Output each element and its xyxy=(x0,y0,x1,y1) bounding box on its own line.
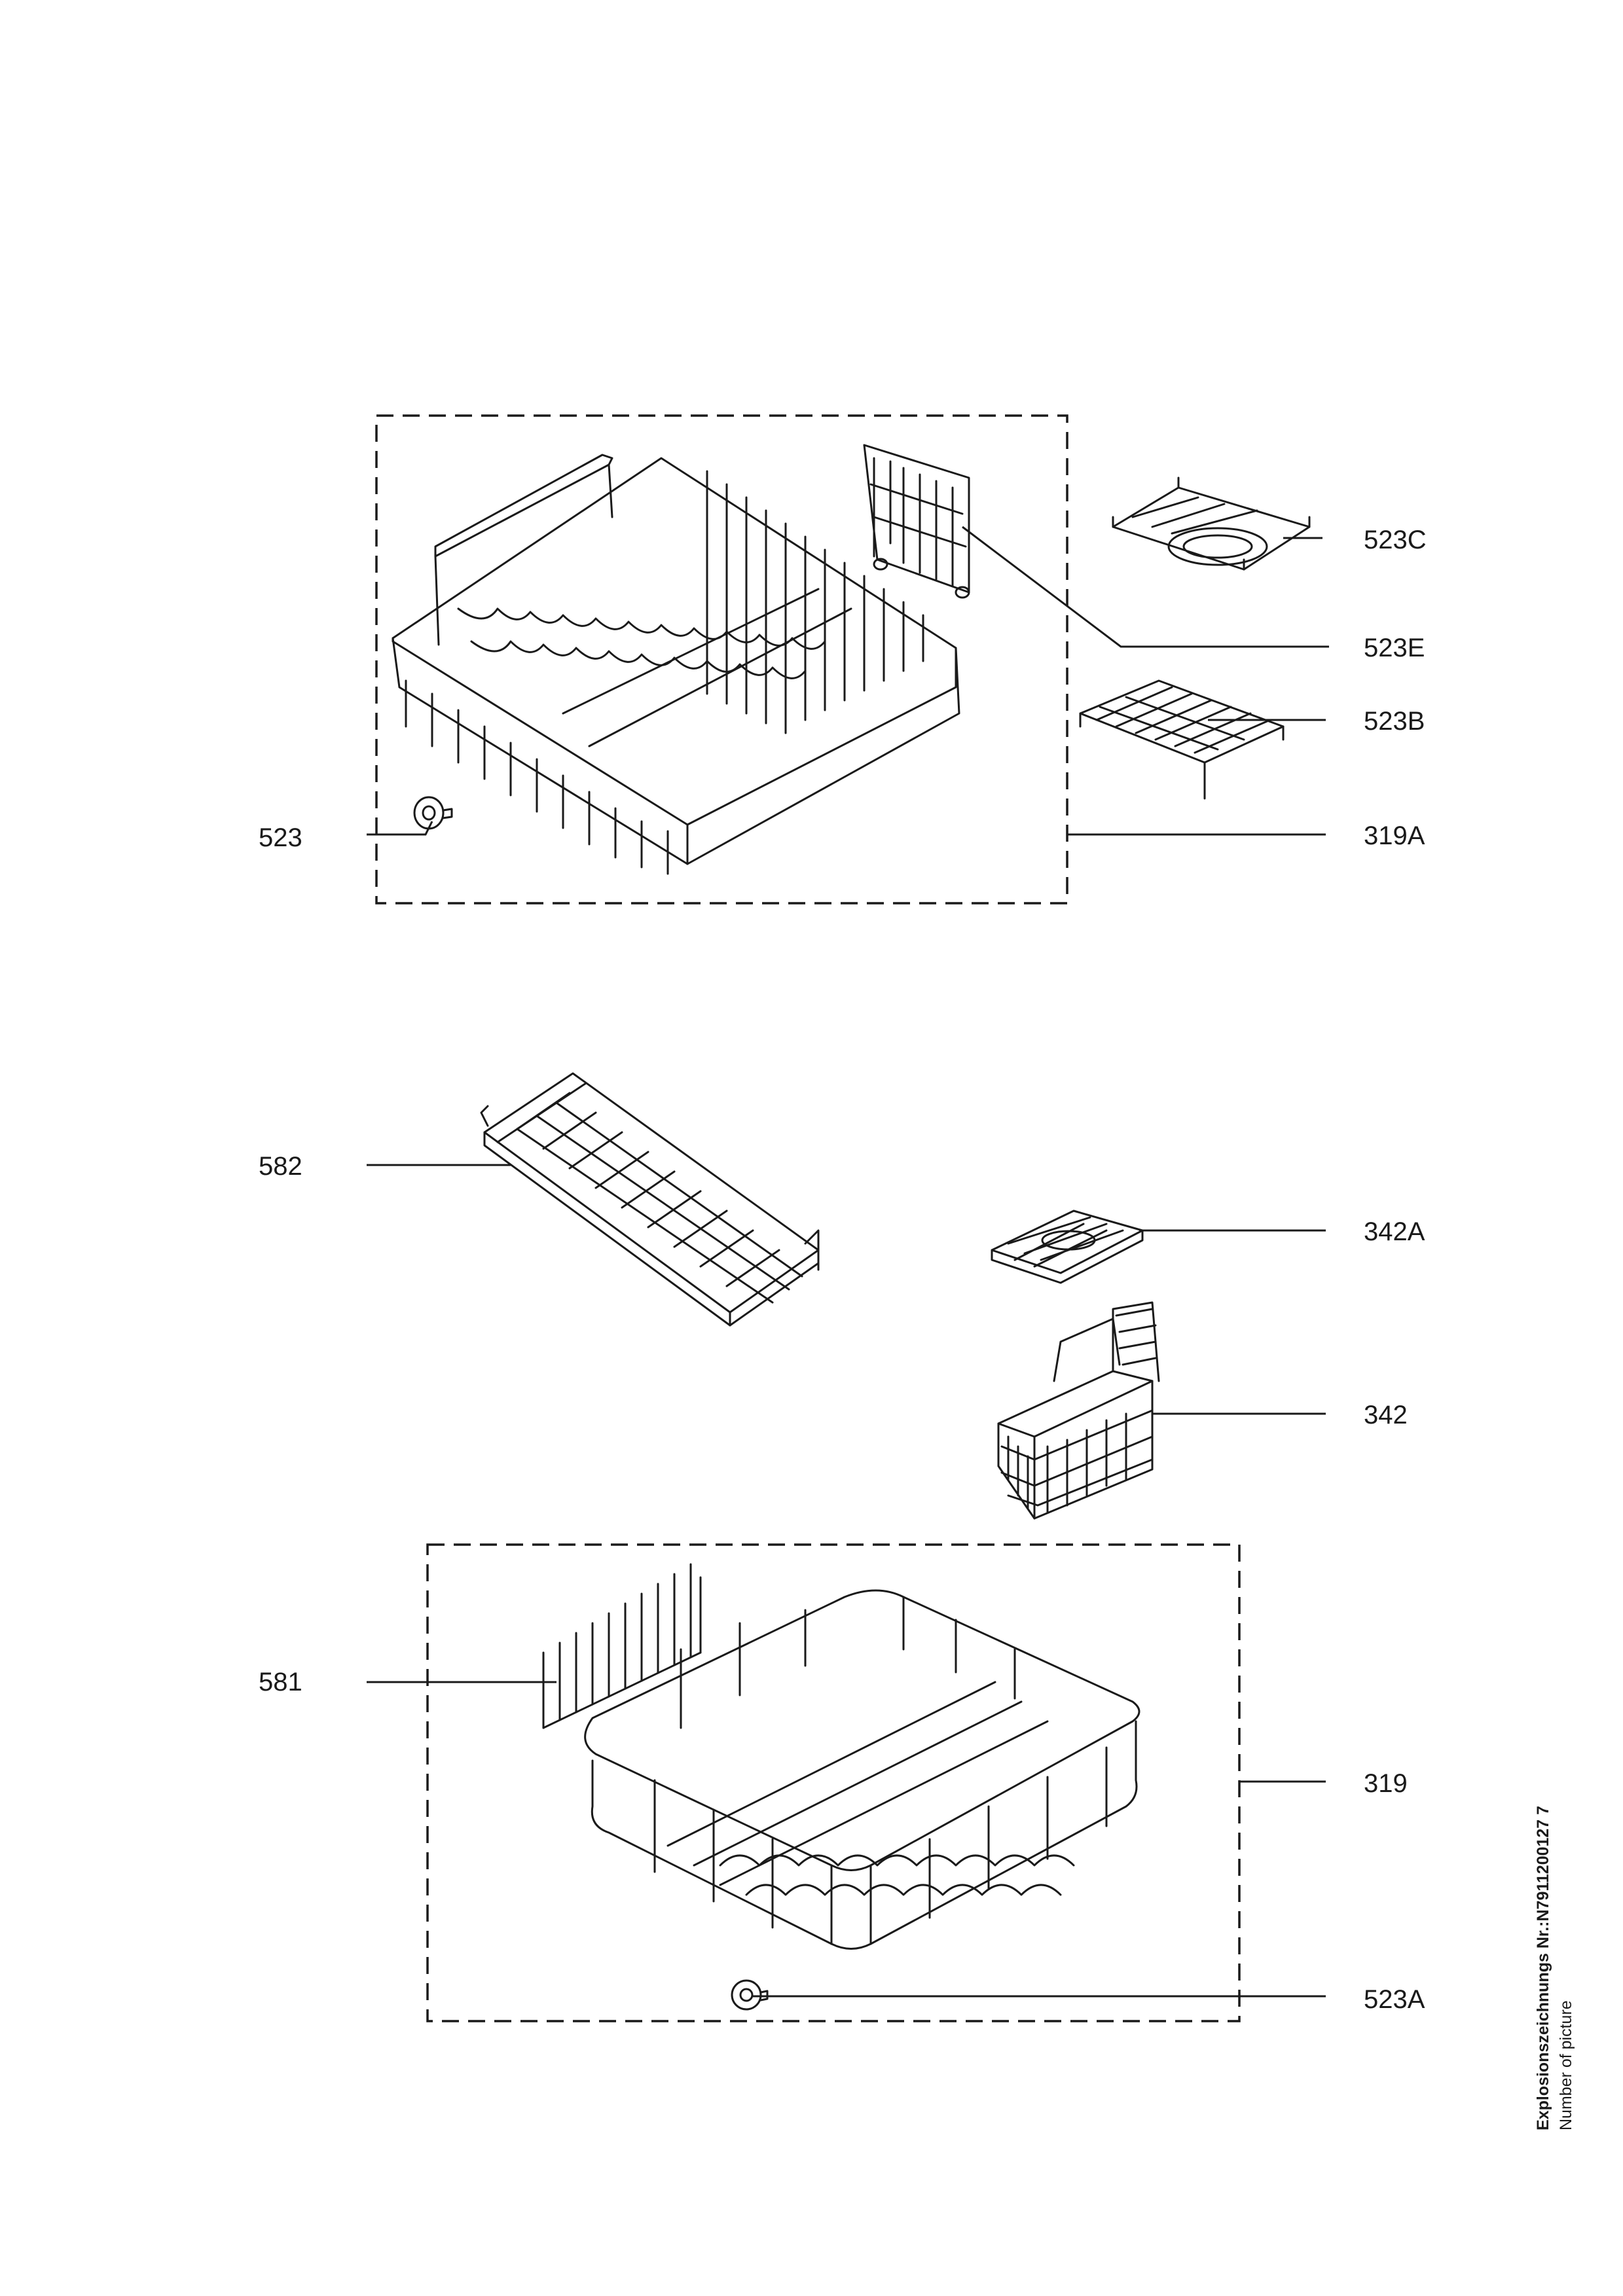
cutlery-basket-drawing xyxy=(997,1301,1160,1520)
label-523: 523 xyxy=(259,823,302,852)
label-342A: 342A xyxy=(1364,1217,1425,1246)
cutlery-basket-lid-drawing xyxy=(991,1210,1144,1284)
label-342: 342 xyxy=(1364,1401,1408,1429)
leader-523E xyxy=(962,526,1329,648)
upper-basket-drawing xyxy=(392,454,960,875)
label-581: 581 xyxy=(259,1668,302,1696)
leader-lines xyxy=(367,526,1329,1998)
label-523A: 523A xyxy=(1364,1985,1425,2014)
insert-523E-drawing xyxy=(863,444,970,599)
drawing-number-text: Explosionszeichnungs Nr.:N7911200127 7 xyxy=(1534,1806,1552,2130)
label-523E: 523E xyxy=(1364,634,1425,662)
lower-basket-drawing xyxy=(584,1589,1140,1950)
label-523C: 523C xyxy=(1364,526,1427,554)
label-582: 582 xyxy=(259,1152,302,1181)
lower-basket-group-frame xyxy=(426,1543,1241,2022)
insert-523B-drawing xyxy=(1079,679,1285,800)
label-319: 319 xyxy=(1364,1769,1408,1798)
cutlery-tray-drawing xyxy=(480,1072,820,1327)
insert-523C-drawing xyxy=(1112,476,1311,571)
upper-basket-group-frame xyxy=(375,414,1068,905)
label-523B: 523B xyxy=(1364,707,1425,736)
plate-rack-insert-drawing xyxy=(542,1563,702,1729)
number-of-picture-text: Number of picture xyxy=(1557,2000,1575,2130)
leader-523 xyxy=(367,821,433,836)
lower-basket-wheel-drawing xyxy=(731,1979,769,2011)
label-319A: 319A xyxy=(1364,821,1425,850)
upper-basket-wheel-drawing xyxy=(413,796,453,830)
